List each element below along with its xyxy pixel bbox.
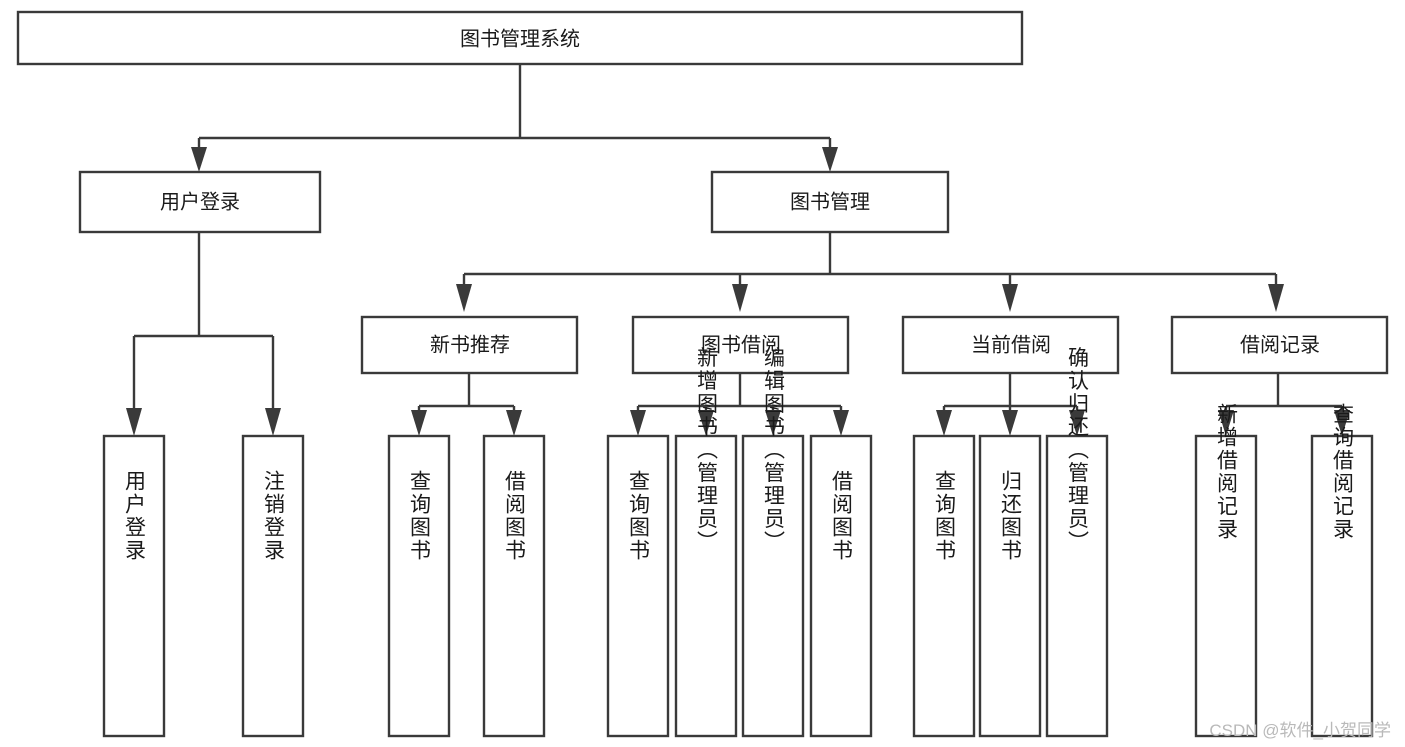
- node-current-borrow[interactable]: 当前借阅: [901, 315, 1120, 375]
- node-leaf-label: 新增借阅记录: [1215, 403, 1239, 541]
- node-leaf-label: 查询图书: [933, 470, 957, 562]
- node-leaf-return-book[interactable]: 归还图书: [978, 434, 1042, 738]
- arrow-head-icon: [936, 410, 952, 436]
- node-leaf-box[interactable]: [809, 434, 873, 738]
- node-book-borrow-label: 图书借阅: [701, 333, 781, 356]
- node-leaf-label: 归还图书: [999, 470, 1023, 562]
- node-leaf-label: 用户登录: [123, 470, 147, 562]
- node-book-management-label: 图书管理: [790, 190, 870, 213]
- node-leaf-label: 注销登录: [262, 470, 286, 562]
- node-root-label: 图书管理系统: [460, 27, 580, 50]
- connector-group-bookmgmt: [456, 232, 1284, 312]
- arrow-head-icon: [1069, 410, 1085, 436]
- arrow-head-icon: [833, 410, 849, 436]
- arrow-head-icon: [765, 410, 781, 436]
- arrow-head-icon: [630, 410, 646, 436]
- arrow-head-icon: [1334, 410, 1350, 436]
- node-book-borrow-box[interactable]: [631, 315, 850, 375]
- node-leaf-box[interactable]: [978, 434, 1042, 738]
- node-root[interactable]: 图书管理系统: [16, 10, 1024, 66]
- arrow-head-icon: [411, 410, 427, 436]
- node-leaf-label: 借阅图书: [503, 470, 527, 562]
- node-borrow-record-label: 借阅记录: [1240, 333, 1320, 356]
- arrow-head-icon: [456, 284, 472, 312]
- node-leaf-label: 查询借阅记录: [1331, 403, 1355, 541]
- node-leaf-query-book-borrow[interactable]: 查询图书: [606, 434, 670, 738]
- node-leaf-label: 查询图书: [627, 470, 651, 562]
- node-leaf-borrow-book[interactable]: 借阅图书: [809, 434, 873, 738]
- connector-group-current: [936, 373, 1085, 436]
- arrow-head-icon: [1268, 284, 1284, 312]
- connector-group-borrow: [630, 373, 849, 436]
- node-current-borrow-box[interactable]: [901, 315, 1120, 375]
- node-user-login[interactable]: 用户登录: [78, 170, 322, 234]
- node-new-book-recommend-box[interactable]: [360, 315, 579, 375]
- node-leaf-box[interactable]: [1045, 434, 1109, 738]
- arrow-head-icon: [265, 408, 281, 436]
- node-new-book-recommend-label: 新书推荐: [430, 333, 510, 356]
- node-leaf-box[interactable]: [606, 434, 670, 738]
- arrow-head-icon: [191, 147, 207, 172]
- node-borrow-record[interactable]: 借阅记录: [1170, 315, 1389, 375]
- node-current-borrow-label: 当前借阅: [971, 333, 1051, 356]
- node-leaf-box[interactable]: [1194, 434, 1258, 738]
- node-leaf-query-borrow-record[interactable]: 查询借阅记录: [1310, 403, 1374, 738]
- node-leaf-edit-book-admin[interactable]: 编辑图书（管理员）: [741, 347, 805, 738]
- node-leaf-box[interactable]: [674, 434, 738, 738]
- node-leaf-label: 新增图书（管理员）: [695, 347, 719, 554]
- node-new-book-recommend[interactable]: 新书推荐: [360, 315, 579, 375]
- node-leaf-label: 借阅图书: [830, 470, 854, 562]
- node-leaf-box[interactable]: [741, 434, 805, 738]
- node-leaf-box[interactable]: [241, 434, 305, 738]
- arrow-head-icon: [506, 410, 522, 436]
- node-leaf-box[interactable]: [1310, 434, 1374, 738]
- node-leaf-query-book-current[interactable]: 查询图书: [912, 434, 976, 738]
- arrow-head-icon: [1002, 284, 1018, 312]
- node-book-management[interactable]: 图书管理: [710, 170, 950, 234]
- arrow-head-icon: [732, 284, 748, 312]
- node-leaf-logout[interactable]: 注销登录: [241, 434, 305, 738]
- arrow-head-icon: [822, 147, 838, 172]
- node-leaf-box[interactable]: [102, 434, 166, 738]
- node-leaf-query-book-newbook[interactable]: 查询图书: [387, 434, 451, 738]
- node-leaf-add-borrow-record[interactable]: 新增借阅记录: [1194, 403, 1258, 738]
- node-book-borrow[interactable]: 图书借阅: [631, 315, 850, 375]
- node-leaf-add-book-admin[interactable]: 新增图书（管理员）: [674, 347, 738, 738]
- node-leaf-borrow-book-newbook[interactable]: 借阅图书: [482, 434, 546, 738]
- connector-group-root: [191, 64, 838, 172]
- arrow-head-icon: [1002, 410, 1018, 436]
- node-leaf-user-login[interactable]: 用户登录: [102, 434, 166, 738]
- node-leaf-box[interactable]: [387, 434, 451, 738]
- connector-group-userlogin: [126, 232, 281, 436]
- node-leaf-box[interactable]: [482, 434, 546, 738]
- node-book-management-box[interactable]: [710, 170, 950, 234]
- node-user-login-label: 用户登录: [160, 190, 240, 213]
- arrow-head-icon: [126, 408, 142, 436]
- arrow-head-icon: [698, 410, 714, 436]
- node-borrow-record-box[interactable]: [1170, 315, 1389, 375]
- node-leaf-box[interactable]: [912, 434, 976, 738]
- node-leaf-label: 查询图书: [408, 470, 432, 562]
- connector-group-newbook: [411, 373, 522, 436]
- connector-group-record: [1218, 373, 1350, 436]
- node-leaf-label: 编辑图书（管理员）: [762, 347, 786, 554]
- node-leaf-confirm-return-admin[interactable]: 确认归还（管理员）: [1045, 347, 1109, 738]
- node-leaf-label: 确认归还（管理员）: [1066, 347, 1090, 554]
- node-root-box[interactable]: [16, 10, 1024, 66]
- node-user-login-box[interactable]: [78, 170, 322, 234]
- arrow-head-icon: [1218, 410, 1234, 436]
